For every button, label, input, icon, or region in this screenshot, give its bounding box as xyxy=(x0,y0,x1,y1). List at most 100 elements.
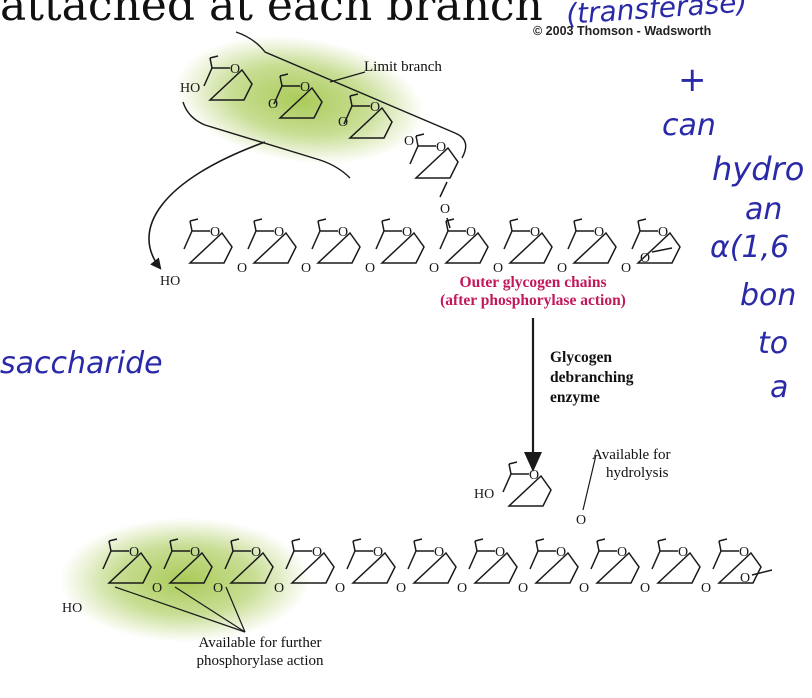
outer-ch2cap-3 xyxy=(381,218,391,222)
bottom-link-oxygen-2: O xyxy=(274,581,284,596)
limit-ring-oxygen-1: O xyxy=(300,80,310,95)
outer-link-oxygen-6: O xyxy=(621,261,631,276)
released-ch2-0 xyxy=(508,463,512,475)
remaining-chain-highlight xyxy=(60,518,310,642)
handwritten-alpha-bond: α(1,6 xyxy=(710,230,790,265)
further-pointer-2 xyxy=(174,586,246,633)
bottom-ch2cap-9 xyxy=(657,538,667,542)
bottom-ch2-5 xyxy=(413,540,417,552)
limit-ch2cap-1 xyxy=(279,73,289,77)
bottom-ring-oxygen-0: O xyxy=(129,545,139,560)
bottom-ring-8 xyxy=(590,550,640,584)
available-further-label-line2: phosphorylase action xyxy=(196,653,324,669)
outer-link-oxygen-1: O xyxy=(301,261,311,276)
bottom-link-oxygen-1: O xyxy=(213,581,223,596)
bottom-link-oxygen-6: O xyxy=(518,581,528,596)
outer-link-oxygen-5: O xyxy=(557,261,567,276)
limit-ch2-3 xyxy=(415,135,419,147)
bottom-link-oxygen-9: O xyxy=(701,581,711,596)
bottom-link-oxygen-0: O xyxy=(152,581,162,596)
bottom-chain-end-bond xyxy=(751,569,773,576)
outer-ch2-2 xyxy=(317,220,321,232)
outer-ring-0 xyxy=(183,230,233,264)
outer-ch2-6 xyxy=(573,220,577,232)
bottom-ch2cap-1 xyxy=(169,538,179,542)
outer-ch2cap-5 xyxy=(509,218,519,222)
bottom-ring-oxygen-5: O xyxy=(434,545,444,560)
bottom-ch2cap-3 xyxy=(291,538,301,542)
hydrolysis-pointer xyxy=(582,454,597,511)
bottom-ring-oxygen-4: O xyxy=(373,545,383,560)
outer-ring-2 xyxy=(311,230,361,264)
released-ho-label: HO xyxy=(474,487,494,502)
bottom-ch2-8 xyxy=(596,540,600,552)
bottom-ch2cap-2 xyxy=(230,538,240,542)
further-pointer-3 xyxy=(225,586,246,633)
limit-ch2-0 xyxy=(209,57,213,69)
bottom-link-oxygen-8: O xyxy=(640,581,650,596)
further-pointer-1 xyxy=(114,586,246,633)
bottom-ring-oxygen-3: O xyxy=(312,545,322,560)
bottom-ring-9 xyxy=(651,550,701,584)
debranching-arrow-head xyxy=(524,452,542,472)
bottom-ch2-10 xyxy=(718,540,722,552)
branch-point-bond-a xyxy=(439,181,448,198)
outer-ch2-1 xyxy=(253,220,257,232)
outer-link-oxygen-2: O xyxy=(365,261,375,276)
outer-ring-4 xyxy=(439,230,489,264)
bottom-ch2cap-8 xyxy=(596,538,606,542)
released-ring-0 xyxy=(502,473,552,507)
handwritten-to: to xyxy=(758,326,789,361)
bottom-link-oxygen-3: O xyxy=(335,581,345,596)
bottom-link-oxygen-7: O xyxy=(579,581,589,596)
outer-ring-oxygen-0: O xyxy=(210,225,220,240)
outer-ring-5 xyxy=(503,230,553,264)
limit-link-oxygen-0: O xyxy=(268,97,278,112)
outer-ch2cap-7 xyxy=(637,218,647,222)
released-link-oxygen: O xyxy=(576,513,586,528)
bottom-ch2-4 xyxy=(352,540,356,552)
limit-ho-label: HO xyxy=(180,81,200,96)
outer-ring-6 xyxy=(567,230,617,264)
bottom-ring-oxygen-8: O xyxy=(617,545,627,560)
available-further-label-line1: Available for further xyxy=(198,635,322,651)
outer-ring-oxygen-6: O xyxy=(594,225,604,240)
outer-chains-label-line2: (after phosphorylase action) xyxy=(440,292,626,309)
handwritten-bon: bon xyxy=(740,278,797,313)
bottom-ch2cap-7 xyxy=(535,538,545,542)
bottom-ring-7 xyxy=(529,550,579,584)
bottom-ring-5 xyxy=(407,550,457,584)
outer-ring-oxygen-2: O xyxy=(338,225,348,240)
limit-ring-oxygen-0: O xyxy=(230,62,240,77)
outer-ring-oxygen-4: O xyxy=(466,225,476,240)
page-title-fragment: attached at each branch xyxy=(0,0,543,31)
outer-ch2-3 xyxy=(381,220,385,232)
limit-link-oxygen-1: O xyxy=(338,115,348,130)
limit-ch2-2 xyxy=(349,95,353,107)
bottom-ch2cap-0 xyxy=(108,538,118,542)
bottom-ring-oxygen-9: O xyxy=(678,545,688,560)
outer-ch2-5 xyxy=(509,220,513,232)
limit-ch2cap-2 xyxy=(349,93,359,97)
bottom-ch2cap-4 xyxy=(352,538,362,542)
outer-link-oxygen-4: O xyxy=(493,261,503,276)
handwritten-plus: + xyxy=(678,60,707,100)
outer-ch2cap-4 xyxy=(445,218,455,222)
copyright-notice: © 2003 Thomson - Wadsworth xyxy=(533,24,712,38)
bottom-ch2-9 xyxy=(657,540,661,552)
branch-point-bond-b xyxy=(446,217,451,229)
limit-branch-pointer xyxy=(329,71,366,83)
enzyme-label-line3: enzyme xyxy=(550,389,600,406)
outer-chains-label-line1: Outer glycogen chains xyxy=(459,274,607,291)
bottom-ring-10 xyxy=(712,550,762,584)
enzyme-label-line2: debranching xyxy=(550,369,634,386)
outer-ch2cap-6 xyxy=(573,218,583,222)
outer-ring-oxygen-5: O xyxy=(530,225,540,240)
outer-link-oxygen-3: O xyxy=(429,261,439,276)
bottom-ch2-6 xyxy=(474,540,478,552)
released-ch2cap-0 xyxy=(508,461,518,465)
bottom-ring-4 xyxy=(346,550,396,584)
handwritten-a: a xyxy=(770,370,789,405)
outer-ch2-0 xyxy=(189,220,193,232)
